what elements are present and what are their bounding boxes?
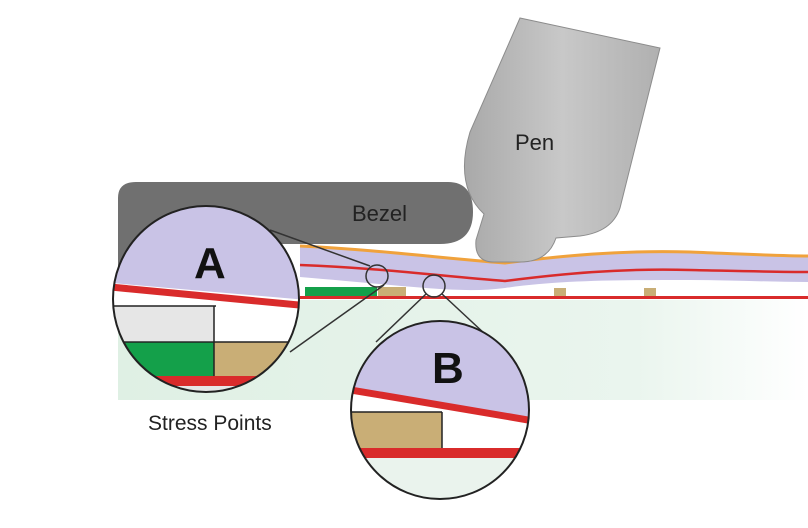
tan-pad-small	[554, 288, 566, 296]
connector-a-top	[269, 229, 371, 267]
pen	[464, 17, 661, 263]
detail-a-label: A	[194, 239, 226, 288]
tan-pad	[378, 287, 406, 296]
stress-marker-b	[422, 274, 446, 298]
stress-marker-a	[365, 264, 389, 288]
connector-a-bottom	[289, 284, 385, 353]
detail-b-label: B	[432, 344, 464, 393]
film-top-edge	[299, 244, 808, 265]
magnifier-b: B	[350, 320, 530, 500]
tan-pad-small	[644, 288, 656, 296]
bottom-trace	[300, 296, 808, 299]
connector-b-left	[375, 293, 427, 343]
pen-label: Pen	[515, 130, 554, 155]
stress-points-label: Stress Points	[148, 412, 272, 435]
green-pad	[305, 287, 377, 296]
film-red-trace	[299, 263, 808, 283]
bezel-label: Bezel	[352, 201, 407, 226]
